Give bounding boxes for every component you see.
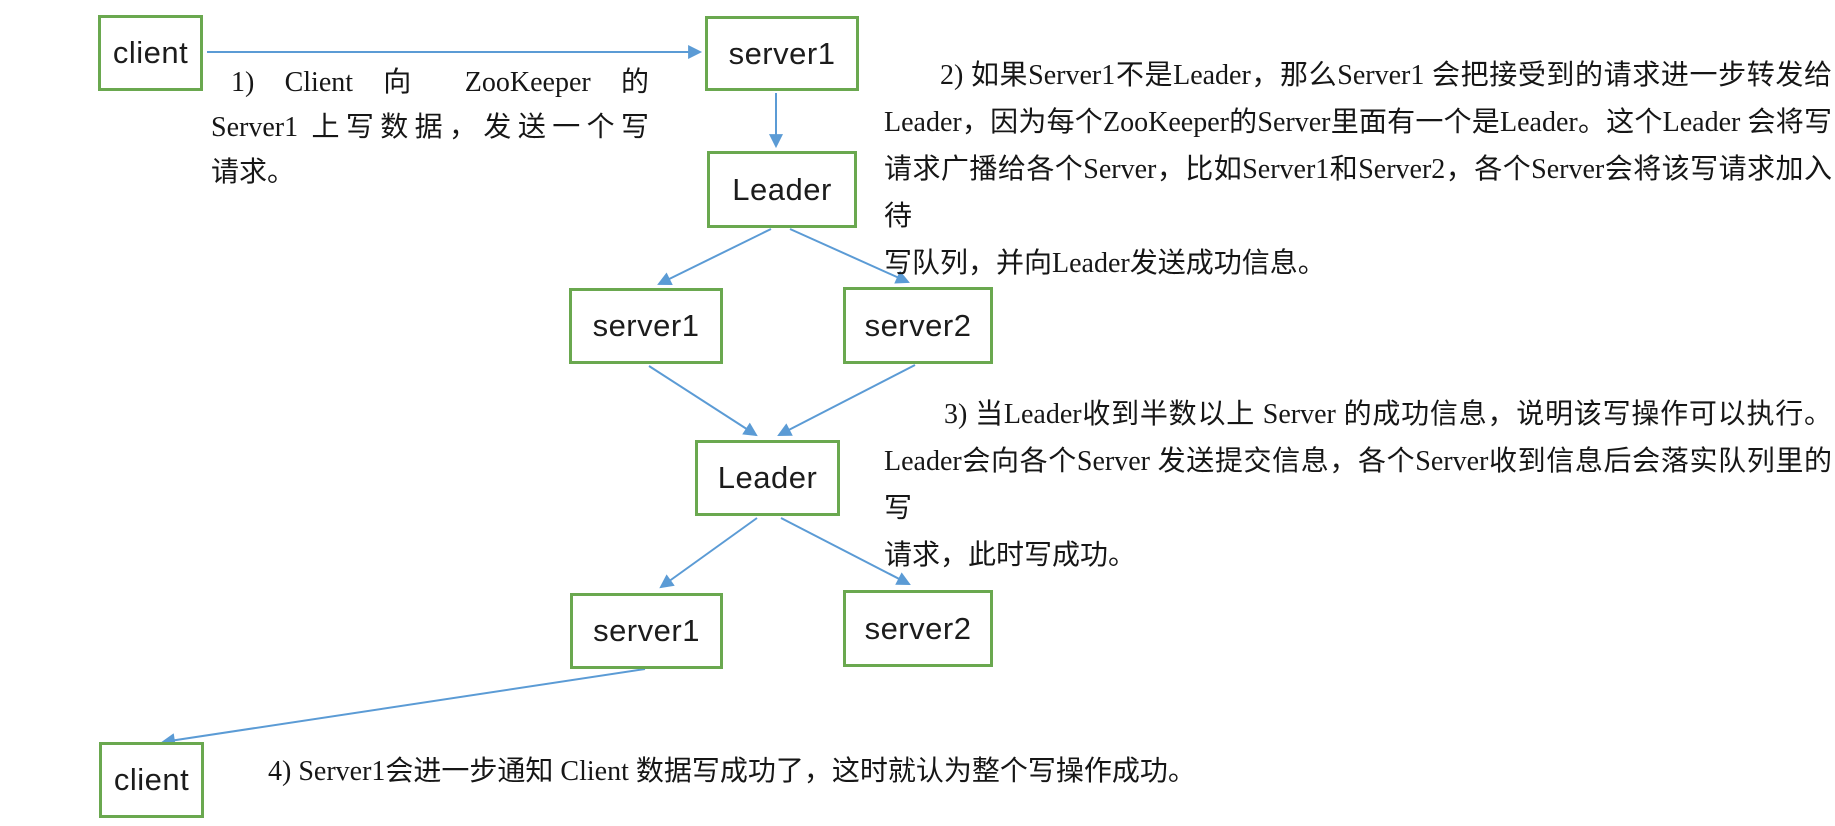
annotation-step3: 3) 当Leader收到半数以上 Server 的成功信息，说明该写操作可以执行… <box>884 391 1832 579</box>
node-label-client-top: client <box>112 35 189 70</box>
node-label-leader-1: Leader <box>732 171 832 207</box>
step2-line-2: Leader，因为每个ZooKeeper的Server里面有一个是Leader。… <box>884 107 1832 138</box>
node-client-top: client <box>98 15 203 91</box>
step3-line-1: 3) 当Leader收到半数以上 Server 的成功信息，说明该写操作可以执行… <box>944 399 1832 430</box>
step4-line-1: 4) Server1会进一步通知 Client 数据写成功了，这时就认为整个写操… <box>268 756 1196 787</box>
arrow-leader-broadcast-server1 <box>657 228 772 286</box>
arrow-leader-commit-server1 <box>659 517 758 589</box>
node-server2-bot: server2 <box>843 590 993 667</box>
node-leader-2: Leader <box>695 440 840 516</box>
annotation-step4: 4) Server1会进一步通知 Client 数据写成功了，这时就认为整个写操… <box>268 748 1468 795</box>
node-label-server1-mid: server1 <box>592 308 700 343</box>
node-server1-bot: server1 <box>570 593 723 669</box>
node-label-client-bot: client <box>113 762 190 797</box>
annotation-step2: 2) 如果Server1不是Leader，那么Server1 会把接受到的请求进… <box>884 52 1832 287</box>
step3-line-3: 请求，此时写成功。 <box>884 540 1137 571</box>
node-leader-1: Leader <box>707 151 857 228</box>
step1-line-3: 请求。 <box>211 157 296 188</box>
node-server1-top: server1 <box>705 16 859 91</box>
step3-line-2: Leader会向各个Server 发送提交信息，各个Server收到信息后会落实… <box>884 446 1832 524</box>
arrow-server1-to-client <box>160 668 646 748</box>
node-client-bot: client <box>99 742 204 818</box>
annotation-step1: 1) Client 向 ZooKeeper 的 Server1 上写数据，发送一个… <box>211 60 649 195</box>
node-server2-mid: server2 <box>843 287 993 364</box>
node-label-leader-2: Leader <box>717 460 818 495</box>
arrow-server1-ack-to-leader <box>648 365 758 437</box>
node-label-server1-bot: server1 <box>593 613 700 648</box>
node-label-server2-mid: server2 <box>864 307 972 343</box>
step1-line-2: Server1 上写数据，发送一个写 <box>211 112 649 143</box>
node-label-server2-bot: server2 <box>864 610 972 646</box>
step2-line-4: 写队列，并向Leader发送成功信息。 <box>884 248 1326 279</box>
node-label-server1-top: server1 <box>728 35 836 71</box>
step2-line-3: 请求广播给各个Server，比如Server1和Server2，各个Server… <box>884 154 1832 232</box>
step1-line-1: 1) Client 向 ZooKeeper 的 <box>231 67 649 98</box>
node-server1-mid: server1 <box>569 288 723 364</box>
step2-line-1: 2) 如果Server1不是Leader，那么Server1 会把接受到的请求进… <box>940 60 1832 91</box>
